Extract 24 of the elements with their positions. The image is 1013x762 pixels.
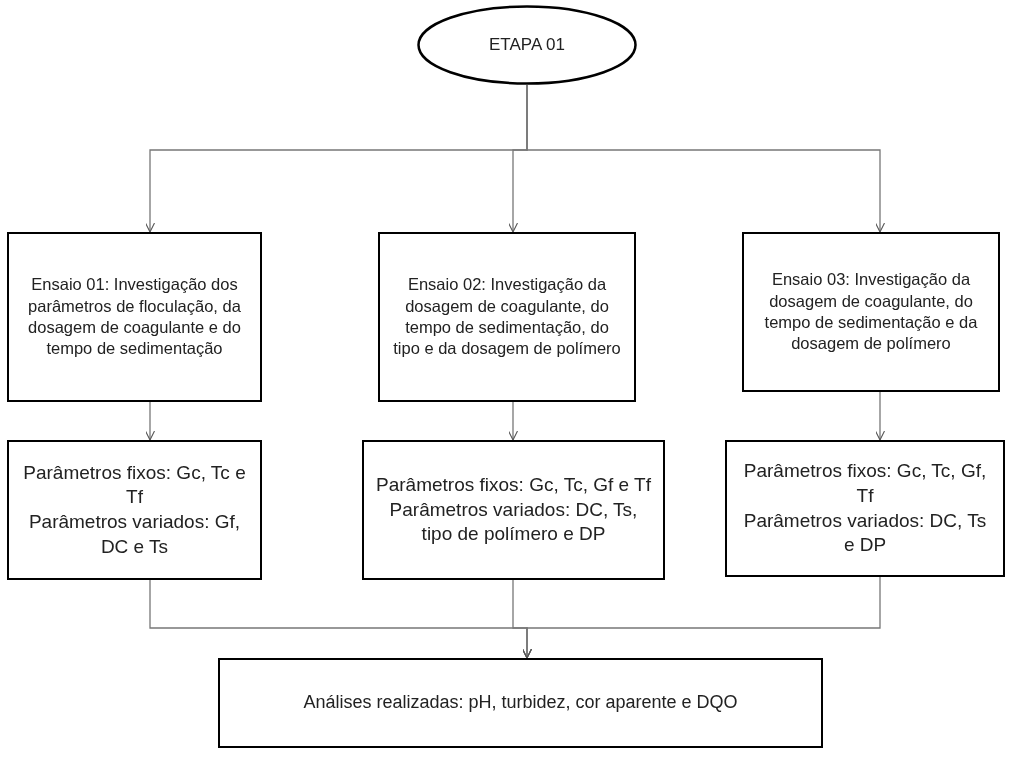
arrow <box>144 401 156 441</box>
fixed-parameters-text: Parâmetros fixos: Gc, Tc, Gf, Tf <box>742 459 988 508</box>
process-box <box>7 232 262 402</box>
process-box <box>7 440 262 580</box>
arrow <box>874 391 886 441</box>
process-box <box>725 440 1005 577</box>
process-box <box>742 232 1000 392</box>
arrow <box>521 576 881 659</box>
varied-parameters-text: Parâmetros variados: DC, Ts, tipo de polímero e DP <box>388 497 639 547</box>
process-box <box>378 232 636 402</box>
varied-parameters-text: Parâmetros variados: DC, Ts e DP <box>742 508 988 558</box>
process-box <box>218 658 823 748</box>
arrow <box>507 401 519 441</box>
fixed-parameters-text: Parâmetros fixos: Gc, Tc e Tf <box>22 460 247 510</box>
node-text: Ensaio 01: Investigação dos parâmetros de floculação, da dosagem de coagulante e do tempo de sedimentação <box>27 274 242 360</box>
arrow <box>526 84 886 233</box>
start-ellipse <box>417 5 637 85</box>
varied-parameters-text: Parâmetros variados: Gf, DC e Ts <box>27 510 242 559</box>
node-text: Ensaio 02: Investigação da dosagem de coagulante, do tempo de sedimentação, do tipo e da dosagem de polímero <box>392 274 622 360</box>
process-box <box>362 440 665 580</box>
node-text: Ensaio 03: Investigação da dosagem de coagulante, do tempo de sedimentação e da dosagem de polímero <box>763 269 979 355</box>
fixed-parameters-text: Parâmetros fixos: Gc, Tc, Gf e Tf <box>376 472 651 497</box>
node-text: ETAPA 01 <box>489 33 565 56</box>
node-text: Análises realizadas: pH, turbidez, cor aparente e DQO <box>303 691 738 715</box>
